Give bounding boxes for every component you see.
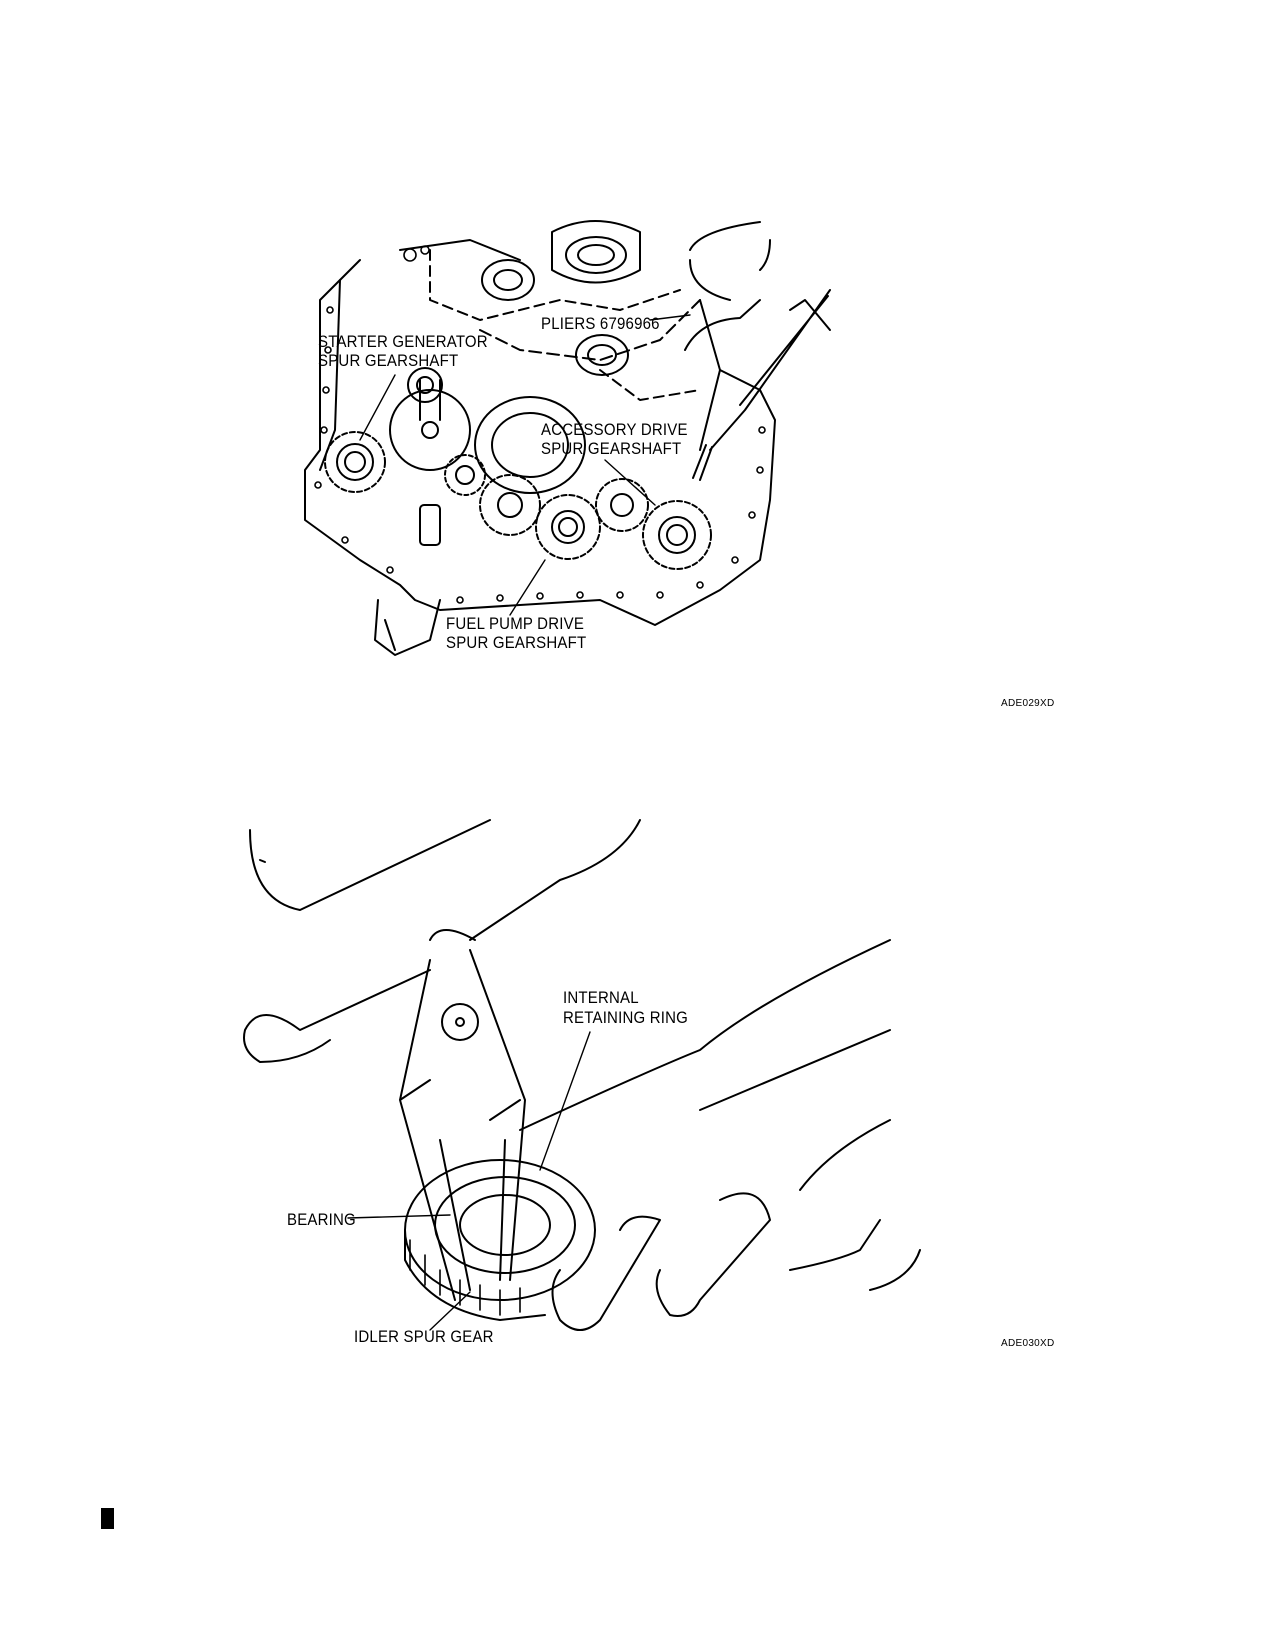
figure-code-top: ADE029XD	[1001, 698, 1055, 709]
label-internal-retaining-ring-line1: INTERNAL	[563, 989, 639, 1008]
lower-hand-outline	[519, 939, 921, 1331]
figure-code-bottom: ADE030XD	[1001, 1338, 1055, 1349]
label-pliers: PLIERS 6796966	[541, 315, 660, 334]
label-fuel-pump-line1: FUEL PUMP DRIVE	[446, 615, 585, 634]
label-accessory-drive-line2: SPUR GEARSHAFT	[541, 440, 682, 459]
pliers-outline	[399, 949, 526, 1301]
figure-bearing-removal: INTERNAL RETAINING RING BEARING IDLER SP…	[0, 800, 1275, 1360]
hand-gear-illustration	[243, 819, 921, 1331]
housing-outline	[304, 259, 776, 626]
label-starter-generator-line2: SPUR GEARSHAFT	[318, 352, 459, 371]
upper-hand-outline	[243, 819, 641, 1063]
hand-outline	[684, 221, 761, 451]
label-starter-generator-line1: STARTER GENERATOR	[318, 333, 488, 352]
label-idler-spur-gear: IDLER SPUR GEAR	[354, 1328, 494, 1347]
page-marker	[101, 1508, 114, 1529]
label-internal-retaining-ring-line2: RETAINING RING	[563, 1009, 689, 1028]
gearbox-illustration	[304, 220, 831, 656]
figure-gearshaft-removal: PLIERS 6796966 STARTER GENERATOR SPUR GE…	[0, 0, 1275, 760]
idler-spur-gear-drawing	[404, 1159, 596, 1321]
pliers-outline	[692, 289, 831, 481]
label-accessory-drive-line1: ACCESSORY DRIVE	[541, 421, 688, 440]
label-fuel-pump-line2: SPUR GEARSHAFT	[446, 634, 587, 653]
label-bearing: BEARING	[287, 1211, 356, 1230]
